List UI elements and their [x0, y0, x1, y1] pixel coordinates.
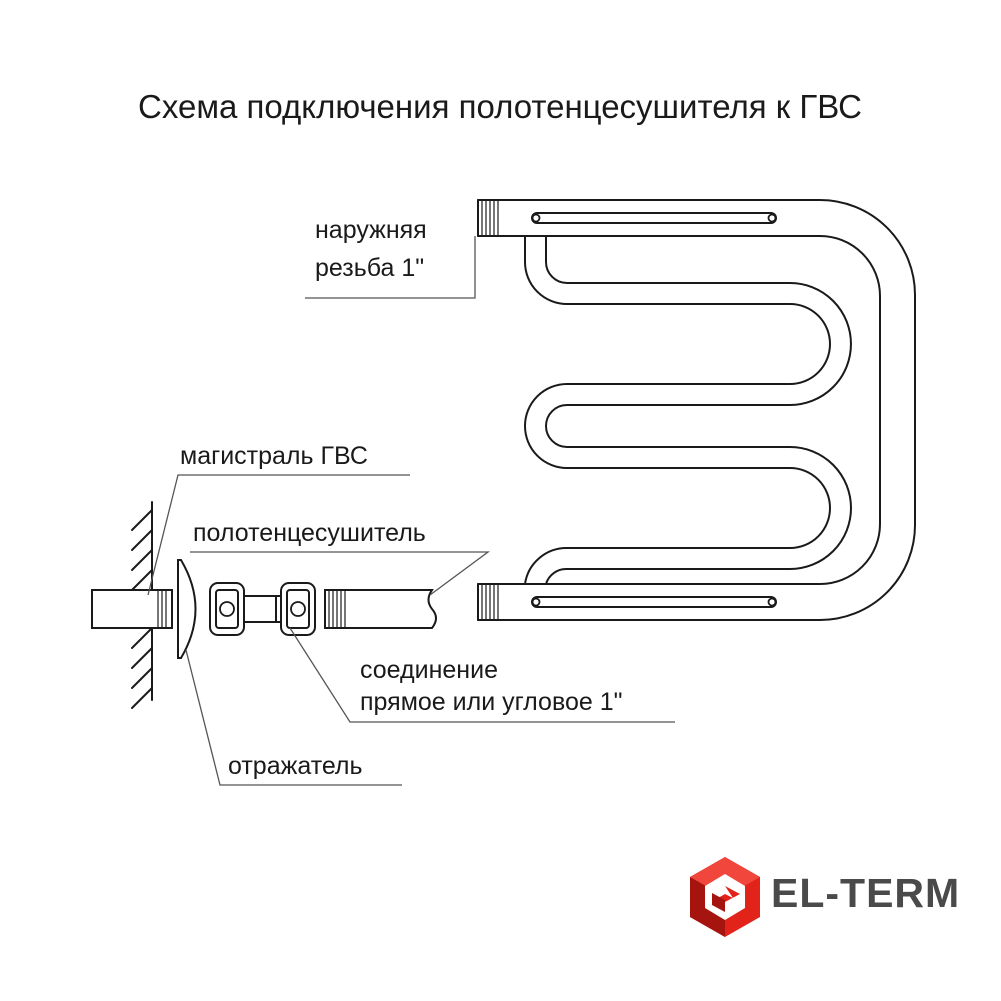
- towel-dryer-label: полотенцесушитель: [193, 519, 426, 547]
- top-outlet-thread: [481, 201, 499, 235]
- connection-fitting: [209, 582, 316, 636]
- label-main-line: магистраль ГВС: [147, 442, 410, 596]
- reflector-label: отражатель: [228, 752, 363, 780]
- label-reflector: отражатель: [185, 649, 402, 786]
- el-term-logo: EL-TERM: [690, 857, 960, 937]
- connection-label-line1: соединение: [360, 656, 498, 684]
- label-external-thread: наружняя резьба 1": [305, 216, 476, 299]
- thread-label-line2: резьба 1": [315, 254, 424, 282]
- label-connection: соединение прямое или угловое 1": [289, 627, 675, 723]
- el-term-cube-logo-icon: [690, 857, 760, 937]
- towel-dryer: [477, 199, 916, 621]
- main-line-label: магистраль ГВС: [180, 442, 368, 470]
- connection-label-line2: прямое или угловое 1": [360, 688, 622, 716]
- label-towel-dryer: полотенцесушитель: [190, 519, 490, 596]
- dryer-pipe-section: [324, 589, 437, 629]
- reflector: [177, 559, 197, 659]
- bottom-outlet-thread: [481, 585, 499, 619]
- diagram-title: Схема подключения полотенцесушителя к ГВ…: [138, 88, 862, 125]
- thread-label-line1: наружняя: [315, 216, 427, 244]
- main-pipe-stub: [91, 589, 173, 629]
- brand-name: EL-TERM: [771, 870, 960, 916]
